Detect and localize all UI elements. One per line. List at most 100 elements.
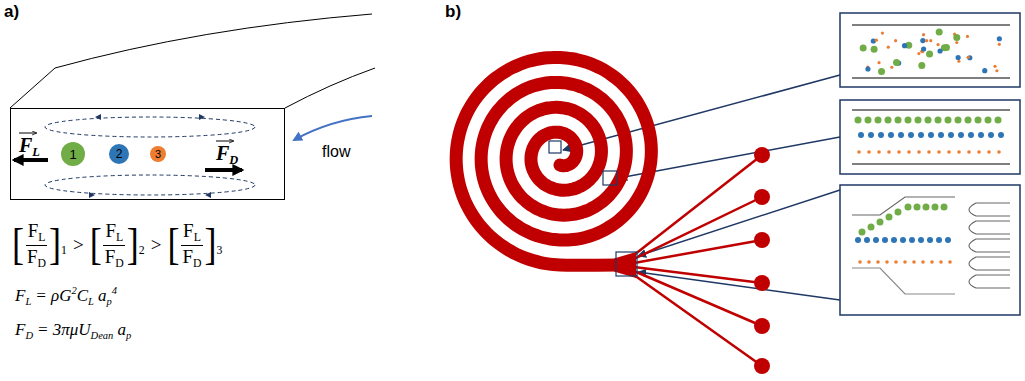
outlet-divider <box>969 275 1010 288</box>
equation-term: D <box>25 330 33 341</box>
particle <box>903 260 907 264</box>
particle <box>947 150 951 154</box>
equation-term: L <box>194 231 201 244</box>
particle <box>905 204 912 211</box>
particle <box>957 60 960 63</box>
equation-term: > <box>151 234 162 255</box>
outlet-channel <box>634 271 762 326</box>
particle <box>868 224 875 231</box>
particle <box>998 132 1004 138</box>
particle <box>965 117 972 124</box>
particle <box>943 44 950 51</box>
equation-term: a <box>98 286 107 305</box>
particle <box>957 150 961 154</box>
particle-number: 3 <box>155 148 161 160</box>
particle <box>871 46 878 53</box>
outlet-channel <box>634 240 762 263</box>
particle <box>967 150 971 154</box>
outlet-channel <box>634 275 762 366</box>
particle <box>877 61 880 64</box>
particle <box>918 132 924 138</box>
particle <box>921 46 926 51</box>
particle <box>855 117 862 124</box>
equation-term: L <box>25 296 31 307</box>
equation-term: 1 <box>61 244 67 257</box>
vector-arrow <box>216 141 233 142</box>
outlet-port <box>754 275 770 291</box>
equation-term: L <box>38 231 45 244</box>
particle <box>894 39 897 42</box>
particle <box>977 150 981 154</box>
numerator: FL <box>103 220 125 246</box>
particle <box>888 132 894 138</box>
particle <box>995 69 998 72</box>
outlet-port <box>754 147 770 163</box>
particle <box>877 219 884 226</box>
particle <box>860 44 867 51</box>
denominator: FD <box>25 246 48 271</box>
particle <box>937 150 941 154</box>
particle <box>936 28 943 35</box>
particle <box>877 150 881 154</box>
particle <box>898 132 904 138</box>
channel-edge <box>285 68 375 108</box>
particle <box>865 117 872 124</box>
particle <box>909 237 915 243</box>
panel-label: b) <box>445 2 461 22</box>
channel-wall <box>852 77 1010 78</box>
particle <box>987 150 991 154</box>
particle-number: 1 <box>69 147 76 162</box>
particle <box>929 39 932 42</box>
dean-vortex <box>45 117 255 137</box>
outlet-channel <box>634 197 762 259</box>
particle <box>858 132 864 138</box>
particle <box>855 237 861 243</box>
particle <box>873 237 879 243</box>
particle <box>966 35 969 38</box>
particle <box>886 214 893 221</box>
particle <box>918 62 925 69</box>
particle <box>859 229 866 236</box>
vector-arrow <box>19 133 36 134</box>
outlet-expansion <box>614 252 636 278</box>
particle <box>864 237 870 243</box>
equation: FD= 3πμUDeanap <box>15 320 131 341</box>
particle <box>920 38 925 43</box>
equation-term: L <box>88 296 94 307</box>
equation: FL= ρG2CLap4 <box>15 285 117 307</box>
particle <box>887 46 890 49</box>
particle <box>878 132 884 138</box>
particle <box>897 150 901 154</box>
particle <box>928 132 934 138</box>
lift-force-arrow <box>14 158 48 162</box>
equation-term: F <box>15 320 25 339</box>
fraction: FLFD <box>180 220 203 270</box>
equation-term: [ <box>167 224 179 267</box>
particle <box>936 43 939 46</box>
particle <box>958 132 964 138</box>
force-symbol: FL <box>19 134 40 160</box>
channel-edge <box>10 14 372 108</box>
spiral-channel <box>456 57 651 265</box>
equation-term: D <box>193 257 202 270</box>
flow-label: flow <box>322 143 350 161</box>
particle <box>867 150 871 154</box>
equation: [FLFD]1>[FLFD]2>[FLFD]3 <box>12 220 222 270</box>
particle <box>867 260 871 264</box>
particle <box>995 117 1002 124</box>
particle <box>948 132 954 138</box>
outlet-port <box>754 189 770 205</box>
equation-term: L <box>116 231 123 244</box>
particle <box>885 117 892 124</box>
particle-number: 2 <box>116 147 123 161</box>
particle <box>868 132 874 138</box>
particle <box>941 204 948 211</box>
particle <box>945 117 952 124</box>
outlet-divider <box>969 257 1010 270</box>
equation-term: F <box>15 286 25 305</box>
force-symbol: D <box>229 153 238 167</box>
particle <box>982 68 987 73</box>
